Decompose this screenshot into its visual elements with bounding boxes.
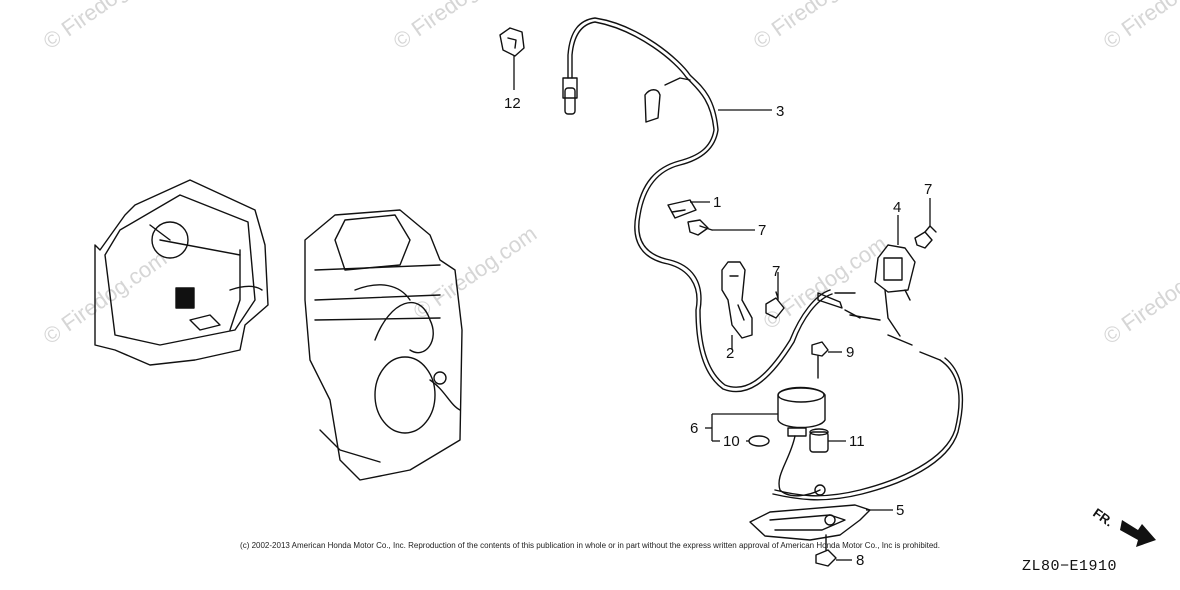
engine-block-illustration [304, 209, 463, 481]
callout-7a: 7 [758, 222, 766, 239]
callout-2: 2 [726, 345, 734, 362]
part-2-bracket [721, 261, 753, 339]
watermarks: © Firedog.com © Firedog.com © Firedog.co… [39, 0, 1180, 349]
part-3-wire-harness [562, 17, 861, 393]
callout-3: 3 [776, 103, 784, 120]
callout-6: 6 [690, 420, 698, 437]
part-12-clip [499, 27, 525, 57]
part-6-oil-alert-unit [777, 386, 826, 497]
front-label: FR. [1090, 505, 1116, 529]
part-7-bolt-a [687, 219, 713, 236]
callout-9: 9 [846, 344, 854, 361]
callout-5: 5 [896, 502, 904, 519]
watermark-5: © Firedog.com [39, 246, 172, 349]
callout-10: 10 [723, 433, 740, 450]
callout-1: 1 [713, 194, 721, 211]
watermark-8: © Firedog.com [1099, 246, 1180, 349]
watermark-4: © Firedog.com [1099, 0, 1180, 54]
part-8-bolt [815, 534, 837, 567]
arrow-icon [1120, 520, 1156, 547]
callout-7c: 7 [924, 181, 932, 198]
part-5-plate [749, 504, 871, 541]
callout-labels: 12 3 1 7 7 7 4 2 9 6 10 11 5 8 [504, 95, 932, 569]
callout-4: 4 [893, 199, 901, 216]
callout-12: 12 [504, 95, 521, 112]
watermark-2: © Firedog.com [389, 0, 522, 54]
diagram-code: ZL80−E1910 [1022, 558, 1118, 575]
part-4-control-unit [874, 244, 916, 337]
part-7-bolt-c [914, 225, 937, 249]
engine-crankcase-illustration [94, 179, 269, 366]
part-10-washer [748, 435, 770, 447]
part-1-clip [667, 199, 697, 219]
wire-connectors [772, 292, 964, 501]
part-11-collar [809, 428, 829, 453]
watermark-3: © Firedog.com [749, 0, 882, 54]
copyright-notice: (c) 2002-2013 American Honda Motor Co., … [240, 541, 940, 550]
part-9-bolt [811, 341, 829, 379]
callout-7b: 7 [772, 263, 780, 280]
callout-8: 8 [856, 552, 864, 569]
callout-11: 11 [849, 433, 865, 450]
watermark-1: © Firedog.com [39, 0, 172, 54]
watermark-6: © Firedog.com [409, 221, 542, 324]
